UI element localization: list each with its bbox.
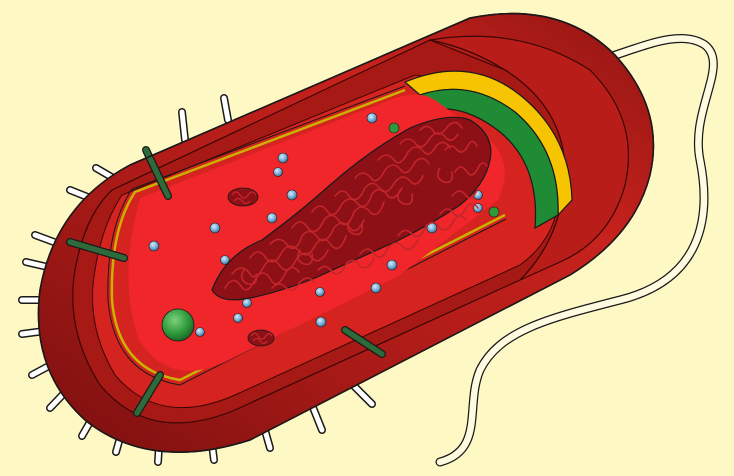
small-granule [389, 123, 399, 133]
storage-granule [162, 309, 194, 341]
plasmid [228, 188, 258, 206]
small-granule [489, 207, 499, 217]
plasmid [248, 330, 274, 346]
